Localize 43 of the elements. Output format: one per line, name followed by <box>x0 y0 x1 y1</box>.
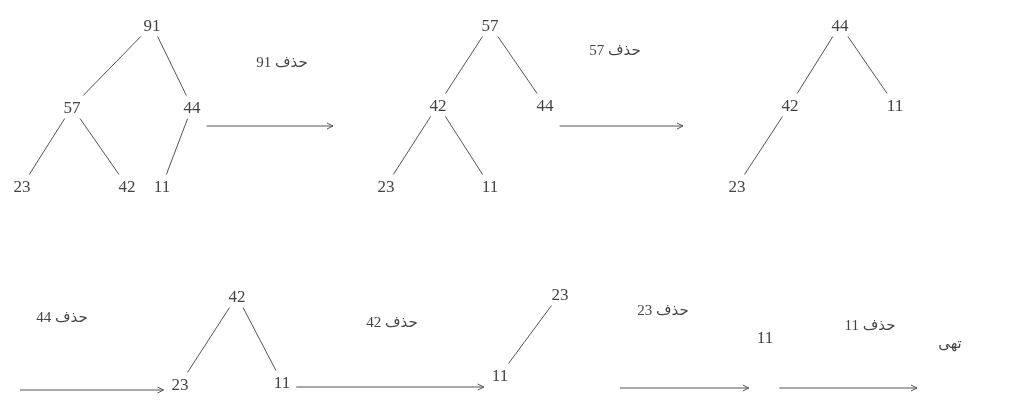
arrow <box>559 122 684 130</box>
tree-node-number: 42 <box>777 93 803 117</box>
tree-node-number: 11 <box>882 93 908 117</box>
tree-branch <box>392 116 432 175</box>
tree-node-number: 11 <box>487 363 513 387</box>
tree-node-number: 44 <box>827 13 853 37</box>
tree-node-number: 11 <box>477 174 503 198</box>
tree-branch <box>79 118 120 175</box>
tree-branch <box>165 118 189 175</box>
tree-node-number: 42 <box>114 174 140 198</box>
tree-node-number: 11 <box>149 174 175 198</box>
tree-node-number: 57 <box>59 95 85 119</box>
tree-branch <box>508 305 552 364</box>
tree-branch <box>847 36 888 94</box>
tree-branch <box>744 116 783 175</box>
tree-node-number: 23 <box>9 174 35 198</box>
tree-branch <box>445 36 484 94</box>
tree-node-number: 42 <box>224 284 250 308</box>
word-label: تهی <box>934 332 966 354</box>
tree-branch <box>444 116 484 175</box>
tree-node-number: 11 <box>269 370 295 394</box>
tree-node-number: 11 <box>752 325 778 349</box>
tree-node-number: 42 <box>425 93 451 117</box>
tree-branch <box>28 118 66 175</box>
arrow <box>778 384 918 392</box>
tree-node-number: 44 <box>179 95 205 119</box>
tree-node-number: 44 <box>532 93 558 117</box>
tree-branch <box>242 307 277 371</box>
tree-branch <box>186 307 231 373</box>
tree-branch <box>82 36 142 96</box>
tree-node-number: 23 <box>373 174 399 198</box>
arrow <box>19 386 164 394</box>
tree-branch <box>497 36 538 94</box>
tree-node-number: 57 <box>477 13 503 37</box>
arrow <box>619 384 750 392</box>
tree-node-number: 23 <box>547 282 573 306</box>
arrow <box>206 122 334 130</box>
tree-branch <box>157 36 187 96</box>
arrow <box>295 383 485 391</box>
tree-branch <box>796 36 834 94</box>
tree-node-number: 23 <box>167 372 193 396</box>
tree-node-number: 91 <box>139 13 165 37</box>
tree-node-number: 23 <box>724 174 750 198</box>
